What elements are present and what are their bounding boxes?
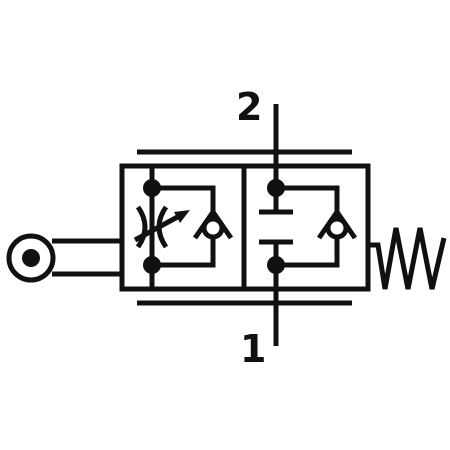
right-check-valve-icon	[316, 207, 358, 240]
spring-icon	[368, 227, 447, 290]
right-envelope	[241, 163, 371, 292]
port-label-1: 1	[240, 327, 267, 371]
left-check-valve-icon	[192, 207, 234, 240]
roller-actuator-icon	[6, 233, 122, 283]
adjustable-throttle-icon	[133, 205, 190, 249]
port-label-2: 2	[236, 85, 263, 129]
